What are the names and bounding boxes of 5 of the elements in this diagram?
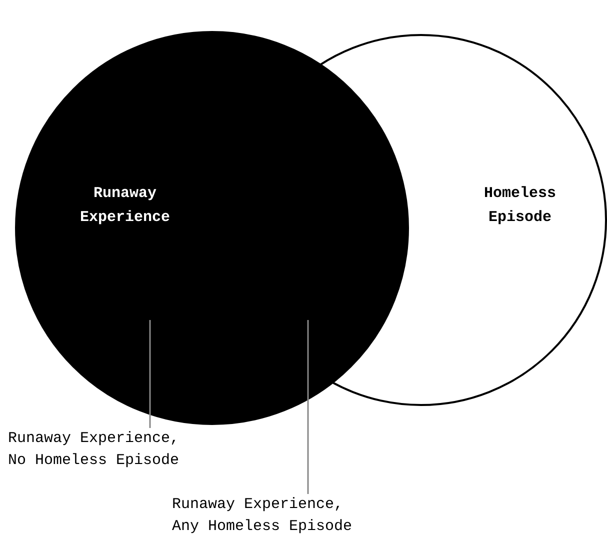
leader-line <box>307 320 309 494</box>
region-label: Runaway Experience, Any Homeless Episode <box>172 494 362 538</box>
circle-label: Runaway Experience <box>78 184 171 228</box>
circle-label: Homeless Episode <box>482 184 557 228</box>
region-label: Runaway Experience, No Homeless Episode <box>8 428 198 472</box>
